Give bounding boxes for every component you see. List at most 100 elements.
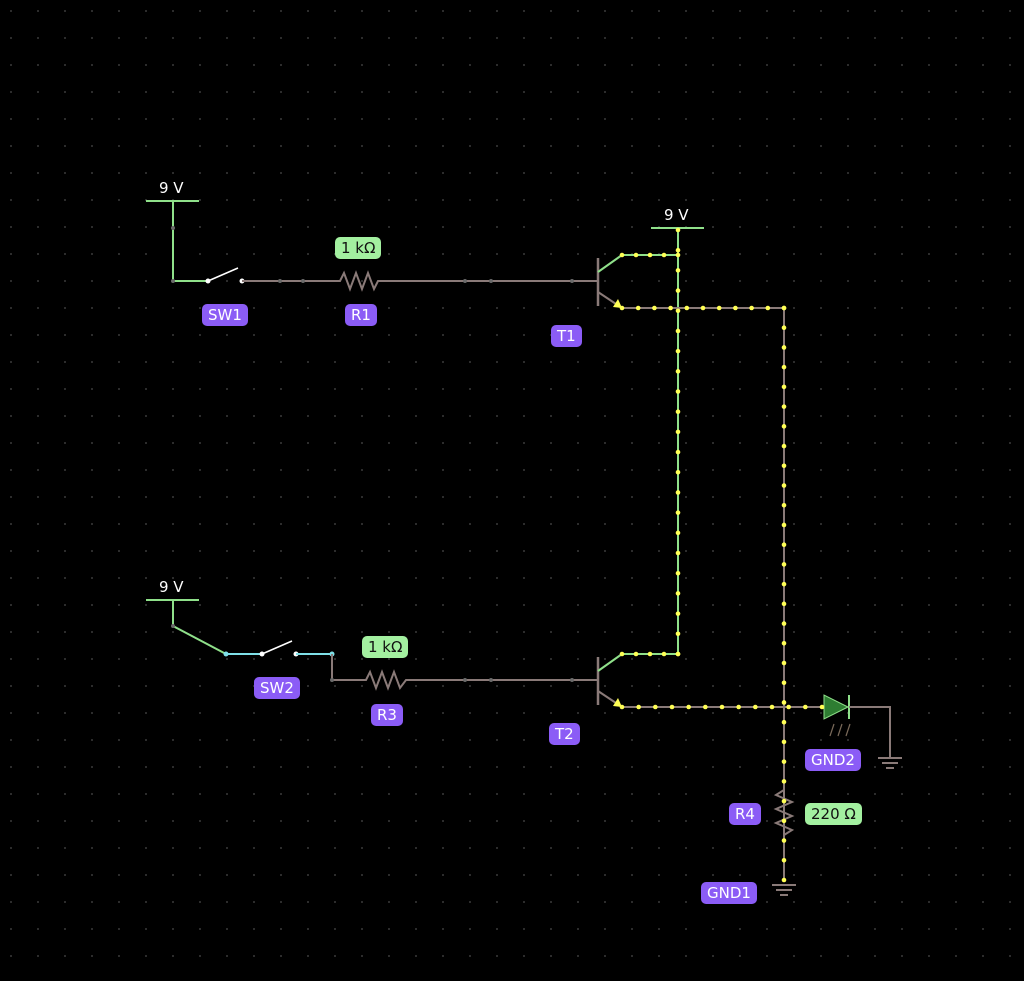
r4-label[interactable]: R4 [729, 803, 761, 825]
current-dot [781, 483, 787, 488]
current-dot [781, 345, 787, 350]
current-dot [675, 268, 681, 273]
current-dot [781, 759, 787, 764]
current-dot [633, 651, 639, 657]
transistor-t2[interactable] [596, 653, 623, 708]
current-dot [675, 570, 681, 576]
current-dot [781, 719, 787, 725]
current-dot [781, 522, 787, 528]
current-flow-dots [619, 227, 825, 883]
current-dot [619, 252, 625, 258]
junction-dot [489, 279, 493, 283]
current-dot [619, 651, 625, 657]
wire-led-to-gnd2[interactable] [849, 706, 891, 758]
current-dot [781, 305, 787, 311]
current-dot [647, 651, 653, 657]
source-1-voltage: 9 V [159, 179, 184, 197]
gnd1-label[interactable]: GND1 [701, 882, 757, 904]
current-dot [781, 325, 787, 331]
current-dot [669, 704, 675, 710]
current-dot [636, 704, 641, 710]
current-dot [686, 704, 691, 710]
current-dot [781, 404, 787, 409]
current-dot [716, 305, 722, 311]
current-dot [703, 704, 708, 710]
ground-icon[interactable] [772, 884, 796, 896]
source-2-voltage: 9 V [159, 578, 184, 596]
current-dot [736, 704, 741, 710]
current-dot [675, 490, 681, 495]
switch-sw1[interactable] [205, 267, 245, 284]
current-dot [675, 591, 681, 596]
current-dot [675, 510, 681, 515]
current-dot [803, 704, 808, 710]
current-dot [675, 288, 681, 293]
current-dot [675, 227, 681, 233]
current-dot [749, 305, 754, 311]
t1-label[interactable]: T1 [551, 325, 582, 347]
transistor-t1[interactable] [596, 254, 623, 309]
r1-value-label[interactable]: 1 kΩ [335, 237, 382, 259]
current-dot [781, 680, 787, 686]
resistor-r1[interactable] [330, 270, 410, 292]
r4-value-label[interactable]: 220 Ω [805, 803, 862, 825]
current-dot [675, 308, 681, 314]
current-dot [781, 739, 787, 745]
ground-icon[interactable] [878, 757, 902, 769]
current-dot [781, 700, 787, 705]
current-dot [652, 305, 657, 311]
current-dot [675, 348, 681, 354]
junction-dot [171, 279, 175, 283]
current-dot [769, 704, 775, 710]
current-dot [675, 369, 681, 374]
junction-dot [570, 279, 574, 283]
current-dot [781, 463, 787, 469]
current-dot [661, 651, 667, 657]
current-dot [635, 305, 641, 311]
current-dot [675, 247, 681, 253]
current-dot [781, 798, 787, 804]
current-dot [753, 704, 758, 710]
junction-dot [489, 678, 493, 682]
r3-label[interactable]: R3 [371, 704, 403, 726]
t2-label[interactable]: T2 [549, 723, 580, 745]
junction-dot [330, 678, 334, 682]
current-dot [781, 384, 787, 390]
current-dot [700, 305, 706, 311]
current-dot [781, 621, 787, 626]
resistor-r3[interactable] [356, 669, 436, 691]
current-dot [675, 651, 681, 657]
current-dot [781, 502, 787, 508]
current-dot [675, 631, 681, 637]
r3-value-label[interactable]: 1 kΩ [362, 636, 409, 658]
current-dot [781, 581, 787, 587]
junction-dots [171, 226, 574, 682]
junction-dot [463, 279, 467, 283]
switch-sw2[interactable] [223, 640, 335, 657]
sw2-label[interactable]: SW2 [254, 677, 300, 699]
current-dot [781, 424, 787, 429]
junction-dot [171, 226, 175, 230]
resistor-r4[interactable] [773, 780, 795, 880]
sw1-label[interactable]: SW1 [202, 304, 248, 326]
current-dot [675, 252, 681, 258]
current-dot [675, 449, 681, 455]
current-dot [675, 328, 681, 334]
r1-label[interactable]: R1 [345, 304, 377, 326]
current-dot [653, 704, 658, 710]
current-dot [619, 704, 625, 710]
current-dot [819, 704, 825, 710]
current-dot [786, 704, 791, 710]
current-dot [781, 364, 787, 370]
current-dot [647, 252, 653, 258]
current-dot [675, 530, 681, 536]
current-dot [781, 641, 787, 646]
current-dot [781, 857, 787, 863]
junction-dot [301, 279, 305, 283]
current-dot [765, 305, 771, 311]
current-dot [661, 252, 667, 258]
current-dot [781, 818, 787, 824]
current-dot [619, 305, 625, 311]
gnd2-label[interactable]: GND2 [805, 749, 861, 771]
